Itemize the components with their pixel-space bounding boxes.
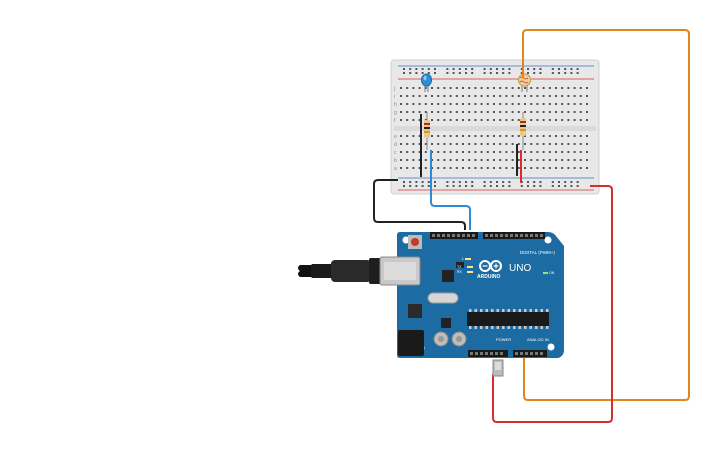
resistor-left[interactable] xyxy=(424,112,430,150)
l-label: L xyxy=(462,257,464,261)
tx-label: TX xyxy=(457,265,462,269)
mount-hole xyxy=(544,236,552,244)
digital-header[interactable] xyxy=(430,232,545,239)
arduino-wordmark: ARDUINO xyxy=(477,274,500,280)
crystal-oscillator xyxy=(427,292,459,304)
power-label: POWER xyxy=(496,337,511,342)
photoresistor-component[interactable] xyxy=(518,73,531,92)
led-component[interactable] xyxy=(421,73,432,92)
breadboard-holes[interactable] xyxy=(400,68,588,187)
wire-red-5v[interactable] xyxy=(492,185,613,423)
arduino-logo-icon xyxy=(479,260,502,272)
center-channel xyxy=(394,126,596,131)
rx-label: RX xyxy=(457,270,463,274)
row-letter-c: c xyxy=(394,150,397,156)
tx-led xyxy=(467,266,473,268)
row-letter-d: d xyxy=(394,142,397,148)
row-letter-a: a xyxy=(394,166,397,172)
row-letter-i: i xyxy=(394,94,395,100)
reset-switch[interactable] xyxy=(492,359,504,377)
wire-black-gnd[interactable] xyxy=(373,179,466,230)
reset-button-cap[interactable] xyxy=(411,238,419,246)
usb-cable[interactable] xyxy=(298,258,381,284)
analog-in-label: ANALOG IN xyxy=(527,337,549,342)
row-letter-h: h xyxy=(394,102,397,108)
usb-chip xyxy=(442,270,454,282)
atmega-chip xyxy=(467,312,549,326)
uno-label: UNO xyxy=(509,263,531,274)
power-jack xyxy=(398,330,424,356)
on-label: ON xyxy=(549,271,555,275)
digital-label: DIGITAL (PWM~) xyxy=(520,250,555,255)
resistor-right[interactable] xyxy=(520,112,526,150)
row-letter-b: b xyxy=(394,158,397,164)
voltage-regulator xyxy=(408,304,422,318)
row-letter-j: j xyxy=(393,86,395,92)
mount-hole xyxy=(547,343,555,351)
row-letter-f: f xyxy=(394,118,396,124)
row-letter-g: g xyxy=(394,110,397,116)
mount-hole xyxy=(402,236,410,244)
wire-blue-digital[interactable] xyxy=(430,176,471,230)
power-analog-header[interactable] xyxy=(468,350,547,357)
arduino-uno-board[interactable]: L TX RX ON ARDUINO UNO DIGITAL (PWM~) PO… xyxy=(379,232,564,358)
l-led xyxy=(465,258,471,260)
wire-orange-sensor-a0[interactable] xyxy=(522,29,690,401)
row-letter-e: e xyxy=(394,134,397,140)
rx-led xyxy=(467,271,473,273)
power-led xyxy=(543,272,548,274)
